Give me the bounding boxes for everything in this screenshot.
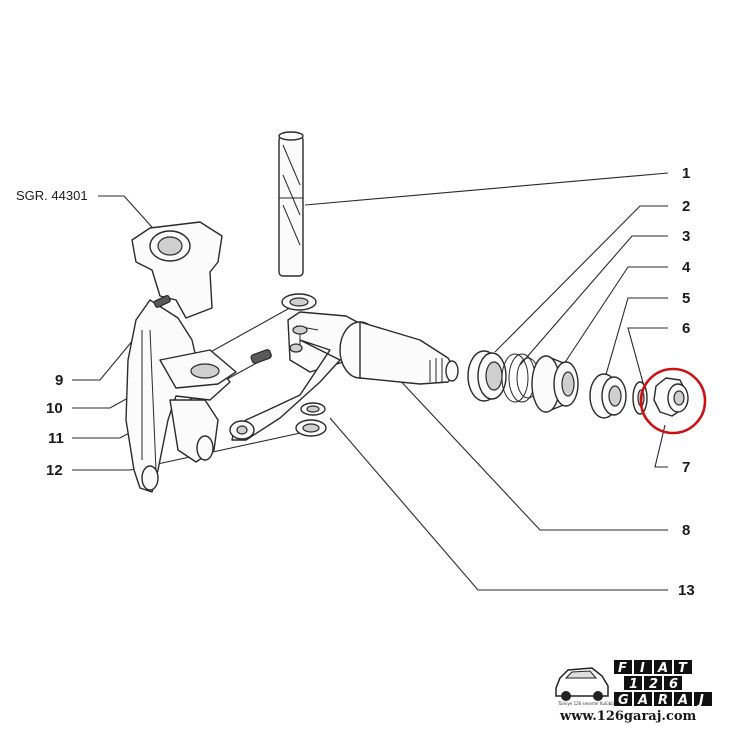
callout-8: 8 bbox=[682, 522, 690, 539]
logo-tagline: Türkiye 126 severler Kulübü bbox=[557, 701, 614, 706]
logo-tiles-row1: F I A T bbox=[614, 660, 692, 676]
logo-letter-r: R bbox=[658, 693, 668, 708]
leader-lines bbox=[72, 172, 669, 591]
logo-letter-a1: A bbox=[637, 693, 648, 708]
logo-tiles-row2: 1 2 6 bbox=[624, 676, 682, 692]
callout-4: 4 bbox=[682, 259, 691, 276]
logo-letter-t: T bbox=[678, 661, 688, 676]
leader-6 bbox=[627, 327, 668, 391]
callout-7: 7 bbox=[682, 459, 690, 476]
upper-seal bbox=[281, 293, 317, 311]
inner-bearing bbox=[589, 373, 627, 419]
callout-13: 13 bbox=[678, 582, 695, 599]
logo-digit-1: 1 bbox=[629, 677, 638, 692]
callout-11: 11 bbox=[48, 430, 64, 447]
logo-letter-f: F bbox=[618, 661, 627, 676]
callout-12: 12 bbox=[46, 462, 63, 479]
highlight-circle bbox=[639, 367, 707, 435]
axle-nut bbox=[639, 367, 707, 435]
leader-5 bbox=[604, 297, 668, 379]
logo-letter-j: J bbox=[696, 693, 704, 708]
leader-13 bbox=[329, 417, 668, 591]
leader-7 bbox=[654, 424, 668, 468]
reference-label: SGR. 44301 bbox=[16, 188, 88, 203]
logo-letter-i: I bbox=[640, 661, 645, 676]
callout-9: 9 bbox=[55, 372, 63, 389]
callout-2: 2 bbox=[682, 198, 690, 215]
leader-ref bbox=[98, 195, 161, 237]
steering-bracket bbox=[125, 221, 237, 493]
steering-knuckle bbox=[229, 311, 459, 441]
callout-numbers: 1 2 3 4 5 6 7 8 9 10 11 12 13 bbox=[46, 165, 695, 599]
small-pin bbox=[250, 349, 272, 364]
leader-3 bbox=[519, 235, 668, 366]
callout-3: 3 bbox=[682, 228, 690, 245]
seal-ring bbox=[467, 350, 507, 402]
logo-letter-g: G bbox=[618, 693, 629, 708]
logo-letter-a: A bbox=[657, 661, 668, 676]
kingpin bbox=[278, 131, 304, 277]
leader-12 bbox=[72, 431, 306, 471]
callout-1: 1 bbox=[682, 165, 690, 182]
callout-10: 10 bbox=[46, 400, 63, 417]
logo-letter-a2: A bbox=[677, 693, 688, 708]
leader-4 bbox=[559, 266, 668, 371]
leader-2 bbox=[494, 205, 668, 353]
leader-1 bbox=[304, 172, 669, 206]
outer-bearing bbox=[531, 355, 579, 413]
logo-digit-6: 6 bbox=[669, 677, 678, 692]
logo-website: www.126garaj.com bbox=[559, 709, 697, 724]
callout-5: 5 bbox=[682, 290, 690, 307]
leader-8 bbox=[394, 374, 668, 531]
logo-tiles-row3: G A R A J bbox=[614, 692, 712, 708]
fiat-126-garaj-logo: F I A T 1 2 6 G A R A J Türkiye 126 seve… bbox=[555, 660, 712, 724]
car-icon bbox=[555, 667, 609, 701]
callout-6: 6 bbox=[682, 320, 690, 337]
lower-washers bbox=[295, 402, 327, 437]
logo-digit-2: 2 bbox=[649, 677, 658, 692]
leader-10 bbox=[72, 304, 296, 409]
